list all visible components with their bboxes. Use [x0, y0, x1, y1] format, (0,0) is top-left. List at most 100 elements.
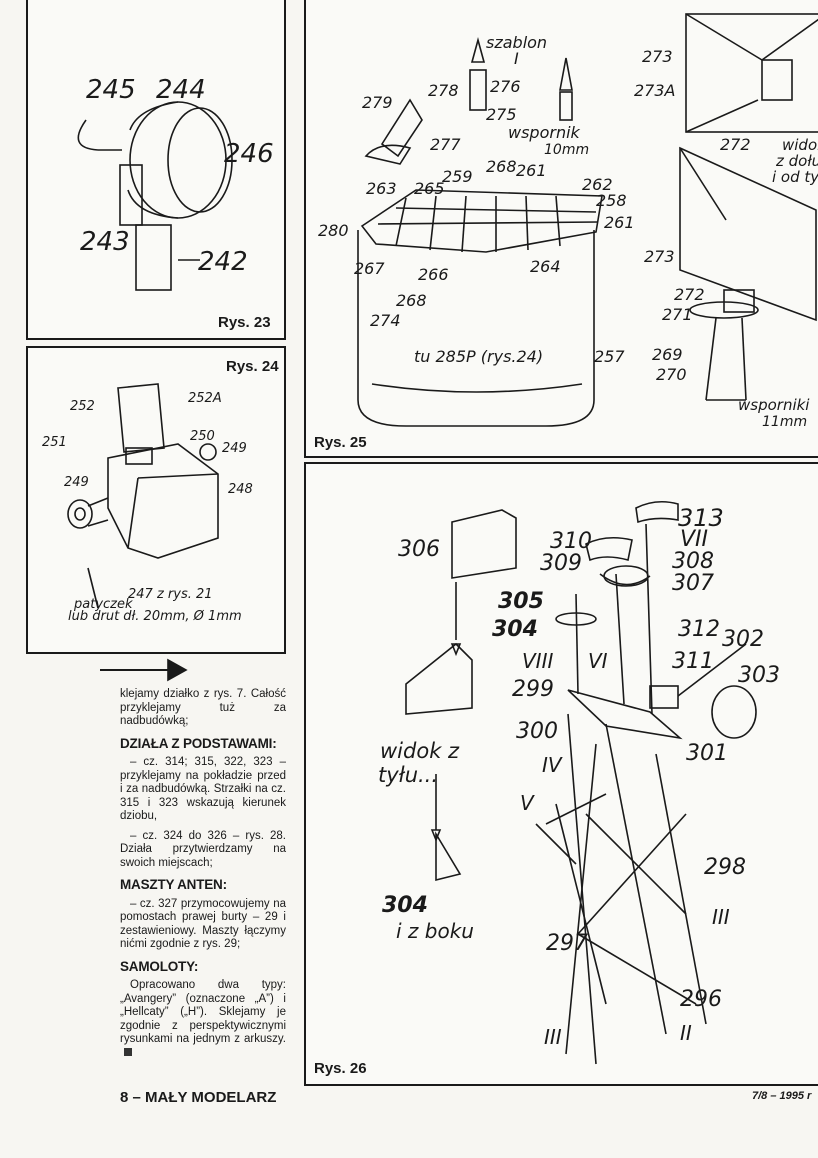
paragraph-samoloty-text: Opracowano dwa typy: „Avangery” (oznaczo… [120, 979, 286, 1045]
rys24-note-drut: lub drut dł. 20mm, Ø 1mm [68, 609, 242, 624]
rys24-drawing: 252 252A 251 250 249 249 248 247 z rys. … [42, 383, 253, 624]
rys26-label-III-a: III [712, 905, 730, 929]
rys23-caption: Rys. 23 [218, 314, 271, 331]
rys25-label-szablon: szablon [486, 33, 547, 52]
rys26-label-II: II [680, 1021, 692, 1045]
rys24-note-patyczek: patyczek [73, 597, 133, 612]
rys25-label-I: I [514, 49, 519, 68]
rys26-label-izboku: i z boku [396, 919, 474, 943]
rys24-label-250: 250 [190, 429, 215, 444]
rys26-label-307: 307 [672, 571, 714, 596]
rys26-label-296: 296 [680, 987, 722, 1012]
rys25-label-265: 265 [414, 179, 445, 198]
footer-page-title: 8 – MAŁY MODELARZ [120, 1089, 277, 1106]
rys25-label-272b: 272 [674, 285, 705, 304]
rys25-label-262: 262 [582, 175, 613, 194]
rys25-label-tu285P: tu 285P (rys.24) [414, 347, 543, 366]
rys26-label-297: 297 [546, 931, 588, 956]
paragraph-maszty: – cz. 327 przymocowujemy na pomostach pr… [120, 897, 286, 951]
rys26-label-312: 312 [678, 617, 720, 642]
rys25-label-261a: 261 [516, 161, 547, 180]
footer-issue: 7/8 – 1995 r [752, 1090, 812, 1102]
rys25-label-276: 276 [490, 77, 521, 96]
rys26-label-VIII: VIII [522, 649, 553, 673]
rys25-label-280: 280 [318, 221, 349, 240]
rys25-label-zdolu: z dołu [775, 152, 818, 170]
rys23-label-246: 246 [224, 139, 274, 169]
rys24-label-249b: 249 [64, 475, 89, 490]
rys25-label-273b: 273 [644, 247, 675, 266]
end-square-icon [124, 1048, 132, 1057]
rys23-label-243: 243 [80, 227, 130, 257]
rys25-label-259: 259 [442, 167, 473, 186]
rys26-label-305: 305 [498, 589, 544, 614]
rys26-label-300: 300 [516, 719, 558, 744]
rys25-label-11mm: 11mm [762, 414, 807, 430]
rys26-label-III-b: III [544, 1025, 562, 1049]
heading-samoloty: SAMOLOTY: [120, 958, 199, 974]
rys23-label-245: 245 [86, 75, 136, 105]
rys25-label-273a: 273 [642, 47, 673, 66]
rys26-label-301: 301 [686, 741, 728, 766]
rys26-label-widokz: widok z [380, 739, 460, 763]
figure-rys25-panel: szablon I 276 275 wspornik 10mm 279 278 … [304, 0, 818, 458]
rys25-label-279: 279 [362, 93, 393, 112]
rys26-label-313: 313 [678, 504, 724, 532]
rys25-label-263: 263 [366, 179, 397, 198]
intro-paragraph: klejamy działko z rys. 7. Całość przykle… [120, 688, 286, 727]
paragraph-dziala-2: – cz. 324 do 326 – rys. 28. Działa przyt… [120, 829, 286, 869]
rys26-label-303: 303 [738, 663, 780, 688]
rys24-label-248: 248 [228, 482, 253, 497]
rys24-label-252: 252 [70, 399, 95, 414]
rys25-label-270: 270 [656, 365, 687, 384]
rys26-label-VI: VI [588, 649, 608, 673]
rys25-label-261b: 261 [604, 213, 635, 232]
rys26-label-IV: IV [542, 753, 563, 777]
rys26-caption: Rys. 26 [314, 1060, 367, 1077]
rys26-label-298: 298 [704, 855, 746, 880]
rys25-label-10mm: 10mm [544, 142, 589, 158]
rys25-label-274: 274 [370, 311, 401, 330]
rys25-label-275: 275 [486, 105, 517, 124]
rys25-label-widok: widok [782, 136, 818, 154]
heading-maszty: MASZTY ANTEN: [120, 877, 227, 892]
figure-rys23-panel: 245 244 246 243 242 Rys. 23 [26, 0, 286, 340]
rys25-label-273A: 273A [634, 81, 675, 100]
rys25-drawing: szablon I 276 275 wspornik 10mm 279 278 … [318, 13, 818, 430]
rys25-label-268b: 268 [396, 291, 427, 310]
rys23-label-242: 242 [198, 247, 248, 277]
rys24-label-252A: 252A [188, 391, 222, 406]
rys25-label-278: 278 [428, 81, 459, 100]
rys26-label-304a: 304 [492, 617, 538, 642]
rys26-label-308: 308 [672, 549, 714, 574]
rys23-label-244: 244 [156, 75, 206, 105]
rys25-caption: Rys. 25 [314, 434, 367, 451]
rys26-label-311: 311 [672, 649, 714, 674]
rys25-label-264: 264 [530, 257, 561, 276]
rys26-label-299: 299 [512, 677, 554, 702]
rys25-label-272a: 272 [720, 135, 751, 154]
rys25-label-257: 257 [594, 347, 625, 366]
rys26-label-tylu: tyłu... [378, 763, 438, 787]
rys25-label-wsporniki: wsporniki [738, 396, 810, 414]
rys24-caption: Rys. 24 [226, 358, 279, 375]
rys24-label-251: 251 [42, 435, 67, 450]
arrow-right-icon [100, 658, 188, 682]
rys26-label-304b: 304 [382, 893, 428, 918]
rys26-label-V: V [520, 791, 535, 815]
rys25-label-266: 266 [418, 265, 449, 284]
rys25-label-268a: 268 [486, 157, 517, 176]
paragraph-dziala-1: – cz. 314; 315, 322, 323 – przyklejamy n… [120, 756, 286, 822]
figure-rys26-panel: 313 VII 310 308 309 307 306 305 304 312 … [304, 462, 818, 1086]
rys26-label-306: 306 [398, 537, 440, 562]
rys25-label-269: 269 [652, 345, 683, 364]
heading-dziala: DZIAŁA Z PODSTAWAMI: [120, 735, 277, 751]
rys26-label-309: 309 [540, 551, 582, 576]
rys25-label-277: 277 [430, 135, 461, 154]
rys26-label-VII: VII [680, 527, 708, 552]
rys25-label-iodtylu: i od tyłu [772, 168, 818, 186]
figure-rys24-panel: 252 252A 251 250 249 249 248 247 z rys. … [26, 346, 286, 654]
rys25-label-258: 258 [596, 191, 627, 210]
rys26-label-302: 302 [722, 627, 764, 652]
rys26-drawing: 313 VII 310 308 309 307 306 305 304 312 … [378, 500, 780, 1065]
